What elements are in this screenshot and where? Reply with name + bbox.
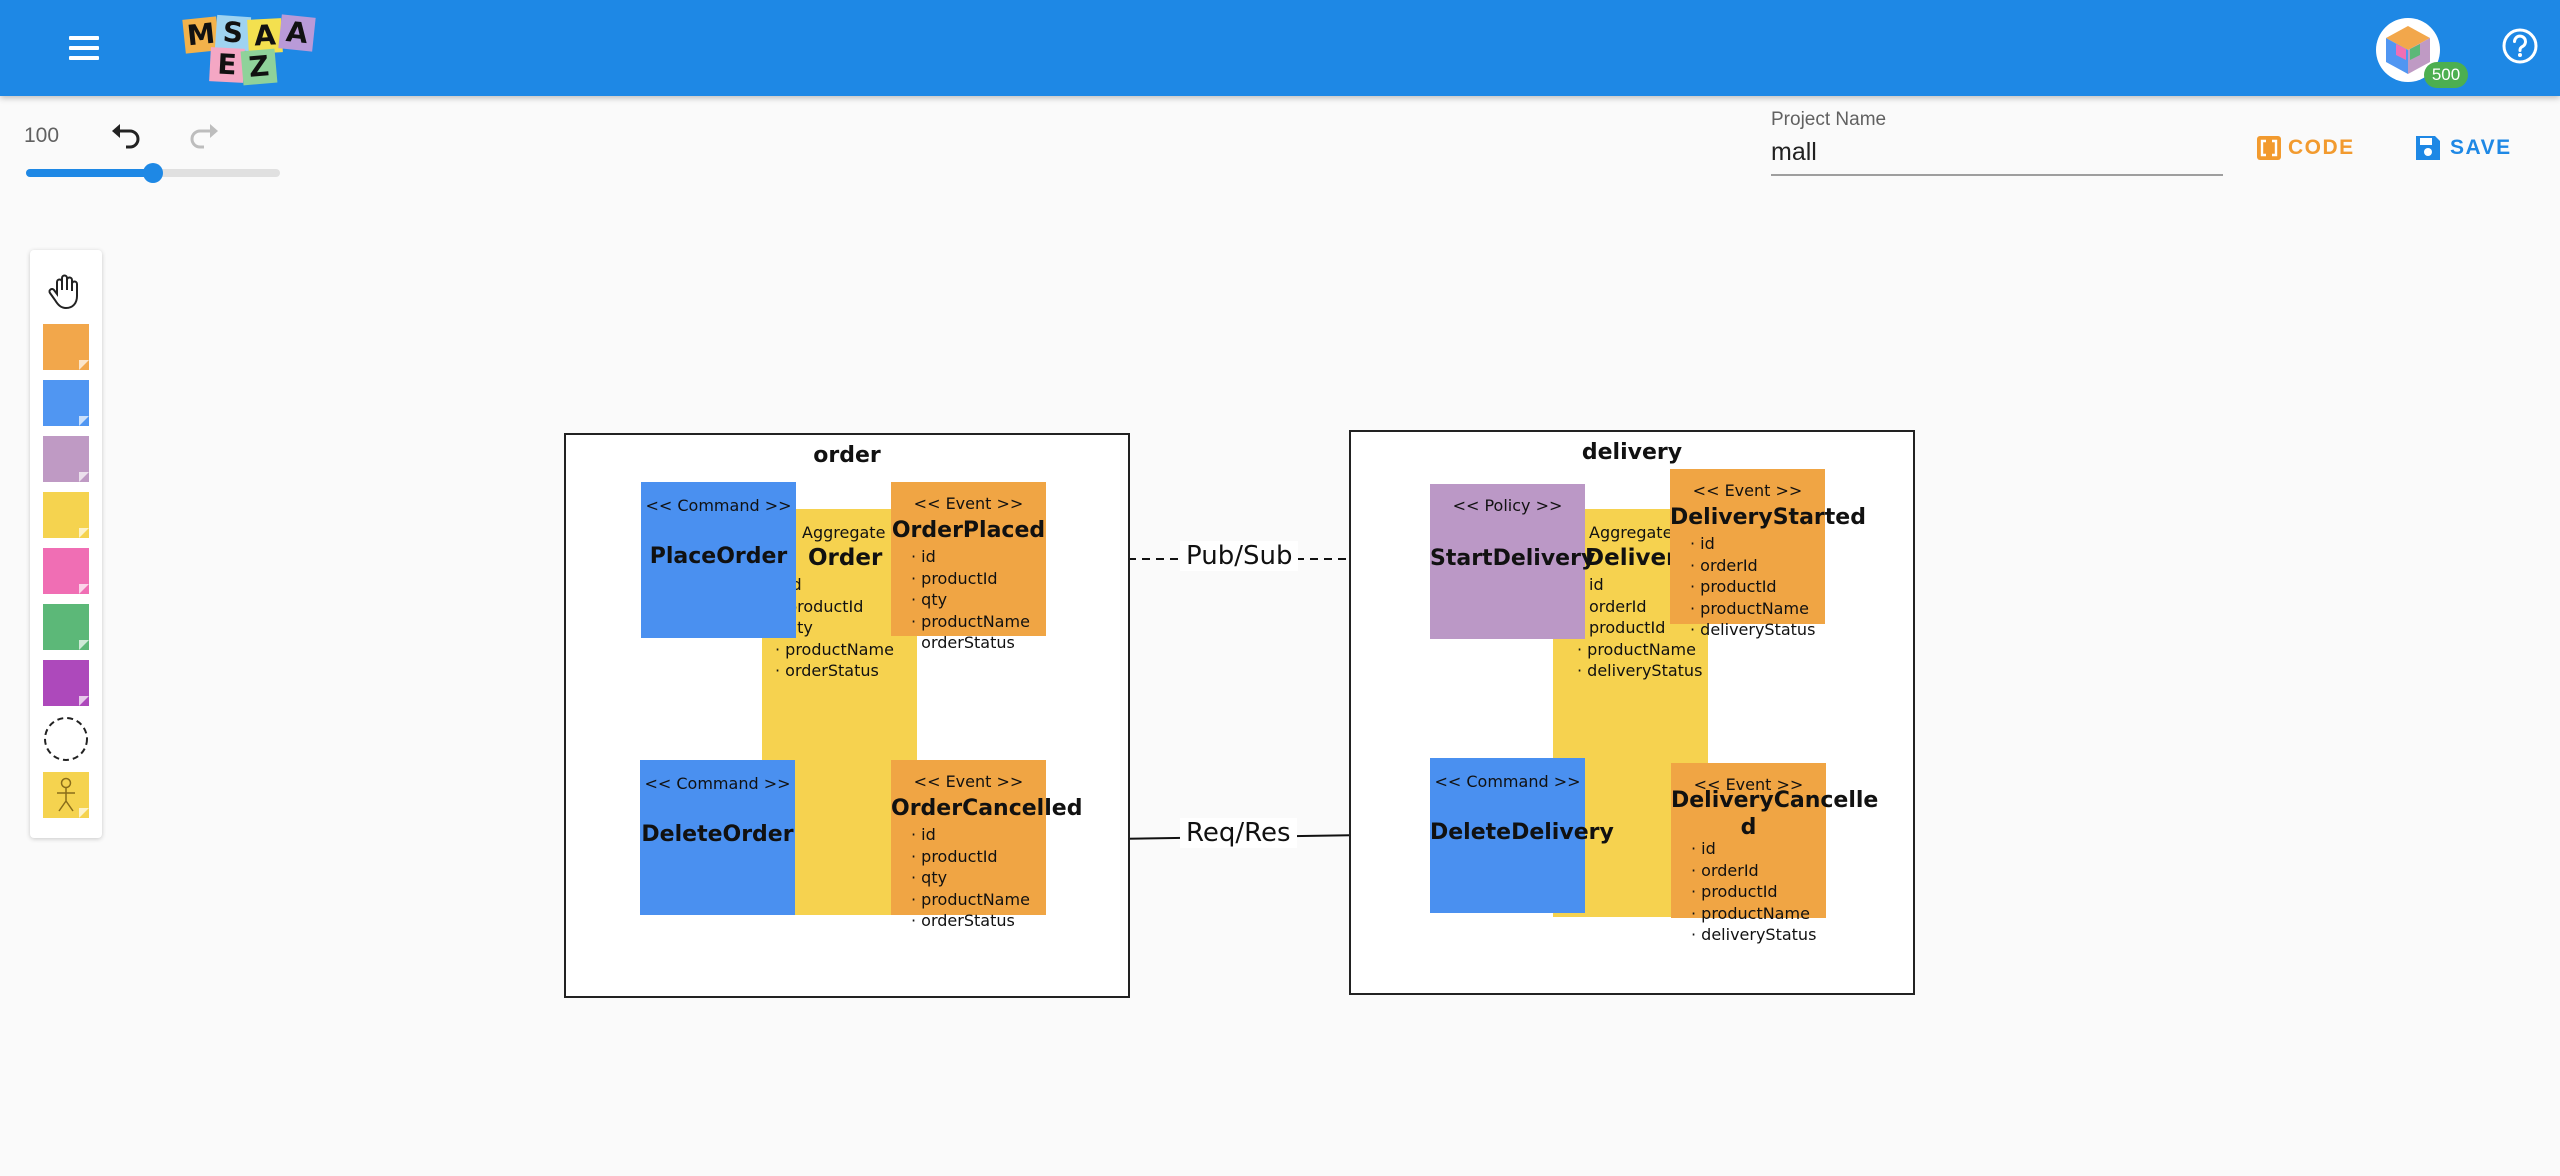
command-name: DeleteOrder	[641, 822, 794, 847]
event-name: OrderCancelled	[891, 796, 1083, 821]
event-order-cancelled[interactable]: << Event >> OrderCancelled · id · produc…	[891, 760, 1083, 930]
redo-icon[interactable]	[186, 118, 222, 154]
event-stereotype: << Event >>	[1692, 481, 1803, 500]
code-icon	[2257, 136, 2281, 160]
project-name-input[interactable]	[1771, 130, 2223, 176]
issue-sticker-icon[interactable]	[43, 660, 89, 706]
event-stereotype: << Event >>	[1693, 775, 1804, 794]
policy-stereotype: << Policy >>	[1452, 496, 1563, 515]
event-attributes: · id · orderId · productId · productName…	[1691, 839, 1817, 944]
actor-icon[interactable]	[43, 772, 89, 818]
event-delivery-cancelled[interactable]: << Event >> DeliveryCancelle d · id · or…	[1671, 763, 1879, 944]
bounded-context-title: order	[813, 443, 881, 468]
command-delete-delivery[interactable]: << Command >> DeleteDelivery	[1430, 758, 1614, 913]
event-delivery-started[interactable]: << Event >> DeliveryStarted · id · order…	[1670, 469, 1866, 639]
undo-icon[interactable]	[108, 118, 144, 154]
aggregate-sticker-icon[interactable]	[43, 492, 89, 538]
event-attributes: · id · orderId · productId · productName…	[1690, 534, 1816, 639]
event-name: OrderPlaced	[891, 518, 1046, 543]
event-sticker-icon[interactable]	[43, 324, 89, 370]
zoom-slider-fill	[26, 169, 153, 177]
policy-name: StartDelivery	[1430, 546, 1596, 571]
code-button[interactable]: CODE	[2256, 128, 2355, 168]
aggregate-name: Order	[808, 545, 883, 571]
help-icon[interactable]	[2500, 26, 2540, 66]
command-name: DeleteDelivery	[1430, 820, 1614, 845]
event-name: DeliveryCancelle d	[1671, 788, 1879, 840]
save-button[interactable]: SAVE	[2414, 128, 2512, 168]
app-bar: M S A A E Z 500	[0, 0, 2560, 96]
reqres-label[interactable]: Req/Res	[1180, 818, 1297, 848]
menu-icon[interactable]	[62, 28, 108, 68]
command-stereotype: << Command >>	[645, 496, 792, 515]
cube-icon	[2386, 26, 2430, 74]
bounded-context-icon[interactable]	[43, 716, 89, 762]
bounded-context-title: delivery	[1581, 440, 1683, 465]
policy-sticker-icon[interactable]	[43, 436, 89, 482]
event-stereotype: << Event >>	[913, 494, 1024, 513]
sticker-palette	[30, 250, 102, 838]
save-button-label: SAVE	[2450, 136, 2512, 159]
save-icon	[2416, 136, 2440, 160]
project-name-label: Project Name	[1771, 109, 1887, 130]
zoom-slider-thumb[interactable]	[143, 163, 163, 183]
code-button-label: CODE	[2288, 136, 2355, 159]
aggregate-stereotype: Aggregate >	[802, 523, 904, 542]
command-name: PlaceOrder	[649, 544, 788, 569]
event-attributes: · id · productId · qty · productName · o…	[911, 825, 1030, 930]
command-stereotype: << Command >>	[644, 774, 791, 793]
aggregate-attributes: id orderId productId · productName · del…	[1577, 575, 1703, 680]
zoom-value: 100	[24, 124, 60, 147]
readmodel-sticker-icon[interactable]	[43, 604, 89, 650]
policy-start-delivery[interactable]: << Policy >> StartDelivery	[1430, 484, 1596, 639]
credit-badge: 500	[2424, 62, 2468, 88]
external-sticker-icon[interactable]	[43, 548, 89, 594]
event-name: DeliveryStarted	[1670, 505, 1866, 530]
event-stereotype: << Event >>	[913, 772, 1024, 791]
hand-tool-icon[interactable]	[43, 268, 89, 314]
command-stereotype: << Command >>	[1434, 772, 1581, 791]
pubsub-label[interactable]: Pub/Sub	[1180, 541, 1299, 571]
aggregate-stereotype: Aggregate	[1589, 523, 1673, 542]
command-place-order[interactable]: << Command >> PlaceOrder	[641, 482, 796, 638]
event-attributes: · id · productId · qty · productName ord…	[911, 547, 1030, 652]
event-order-placed[interactable]: << Event >> OrderPlaced · id · productId…	[891, 482, 1046, 652]
command-sticker-icon[interactable]	[43, 380, 89, 426]
user-avatar[interactable]	[2376, 18, 2440, 82]
command-delete-order[interactable]: << Command >> DeleteOrder	[640, 760, 795, 915]
aggregate-attributes: id productId qty · productName · orderSt…	[775, 575, 894, 680]
